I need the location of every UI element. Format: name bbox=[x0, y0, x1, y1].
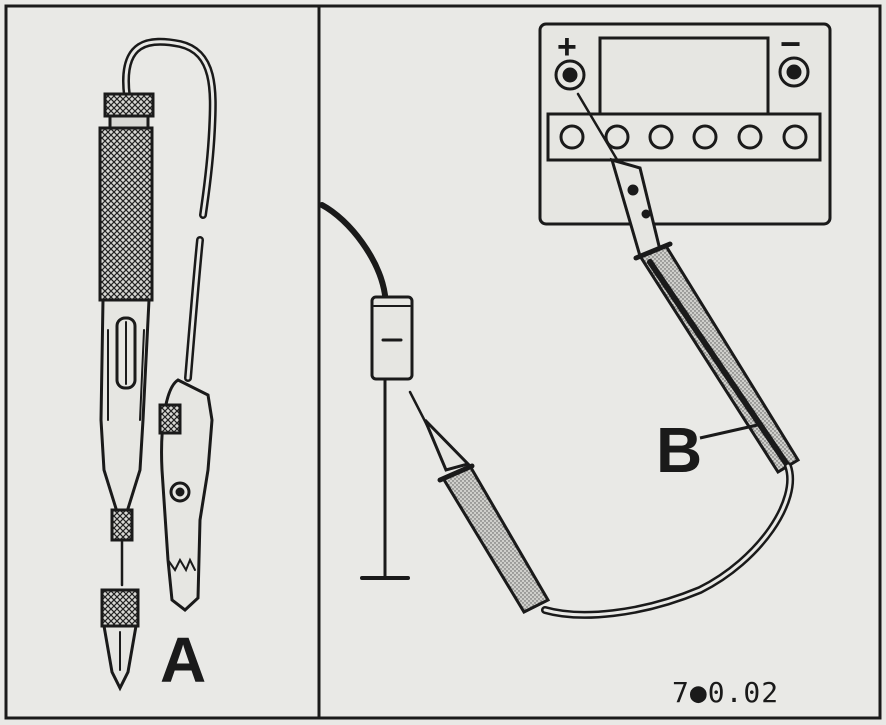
battery-label-plate bbox=[598, 36, 770, 118]
cell-cap bbox=[692, 124, 718, 150]
lamp-handle bbox=[98, 126, 154, 302]
label-b-leader bbox=[699, 422, 763, 440]
ground-lamp-body bbox=[370, 295, 414, 381]
probe-b bbox=[576, 92, 801, 475]
figure-code: 7●0.02 bbox=[672, 676, 780, 709]
lamp-tip-holder bbox=[110, 508, 134, 542]
lamp-top-cap bbox=[103, 92, 155, 118]
probe-lower-tip bbox=[423, 418, 471, 472]
cell-cap bbox=[604, 124, 630, 150]
probe-cable-loop bbox=[541, 462, 795, 619]
battery-cell-strip bbox=[546, 112, 822, 162]
test-lamp-panel-a bbox=[98, 37, 217, 692]
probe-lower-body bbox=[440, 464, 551, 614]
cell-cap bbox=[737, 124, 763, 150]
lamp-probe-tip-knurl bbox=[100, 588, 140, 628]
panel-label-b: B bbox=[656, 414, 703, 486]
outer-frame bbox=[4, 4, 882, 720]
panel-label-a: A bbox=[160, 624, 207, 696]
positive-symbol: + bbox=[557, 28, 577, 66]
cell-cap bbox=[648, 124, 674, 150]
probe-b-needle bbox=[576, 92, 624, 170]
cell-cap bbox=[559, 124, 585, 150]
ground-cable bbox=[319, 202, 388, 298]
probe-lower bbox=[408, 390, 795, 619]
ground-lamp bbox=[319, 202, 414, 580]
negative-symbol: − bbox=[780, 23, 801, 64]
cell-cap bbox=[782, 124, 808, 150]
